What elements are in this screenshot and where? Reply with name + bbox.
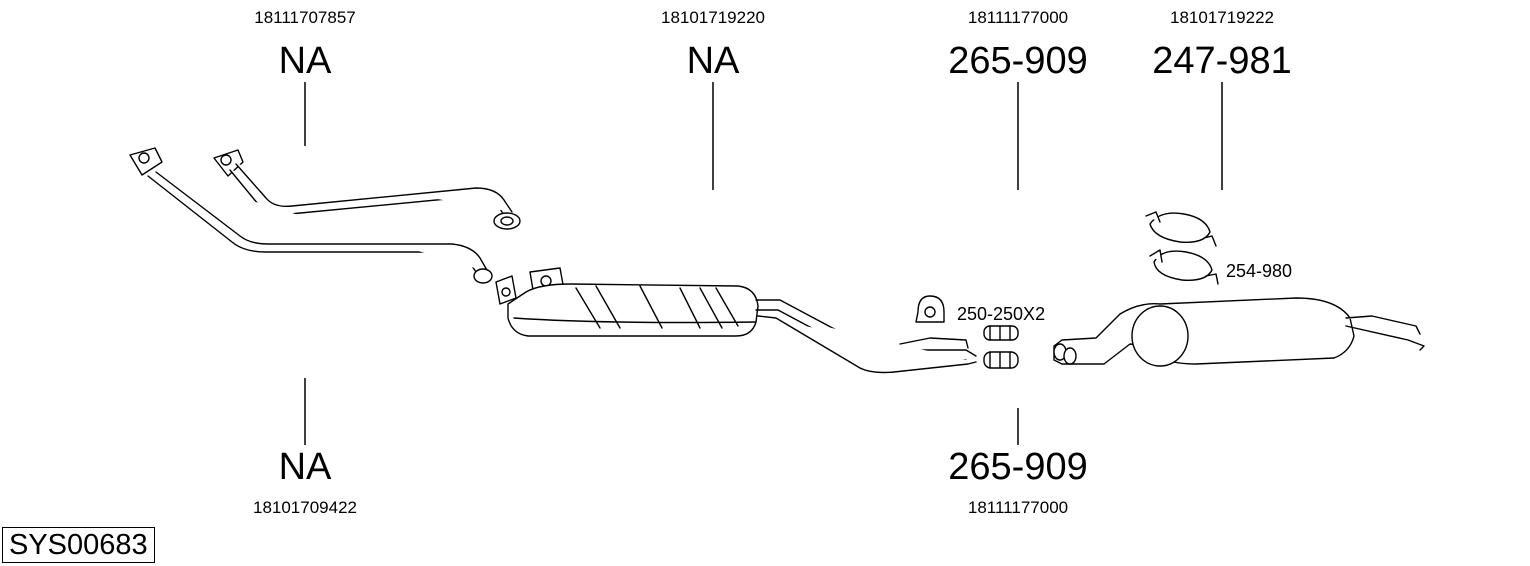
system-id-label: SYS00683 — [2, 527, 155, 563]
part-number-connector-top: 265-909 — [948, 40, 1088, 82]
leader-lines — [304, 82, 1223, 445]
rear-silencer-body — [1053, 297, 1425, 367]
u-clamp — [915, 295, 945, 323]
part-number-front-pipe-top: NA — [278, 40, 332, 82]
part-number-front-pipe-bottom: NA — [278, 446, 332, 488]
oe-number-front-pipe-bottom: 18101709422 — [252, 498, 357, 517]
hanger-straps-label: 254-980 — [1226, 261, 1293, 281]
part-number-rear-silencer: 247-981 — [1152, 40, 1292, 82]
oe-number-center-silencer: 18101719220 — [660, 8, 765, 27]
connector-sleeves — [983, 325, 1019, 369]
part-number-center-silencer: NA — [686, 40, 740, 82]
oe-number-connector-bottom: 18111177000 — [967, 498, 1069, 517]
front-pipe-lower — [129, 147, 493, 284]
intermediate-pipes — [755, 299, 977, 374]
center-silencer-body — [507, 283, 759, 337]
oe-number-front-pipe-top: 18111707857 — [254, 8, 356, 27]
oe-number-rear-silencer: 18101719222 — [1169, 8, 1274, 27]
part-number-connector-bottom: 265-909 — [948, 446, 1088, 488]
clamp-pair-label: 250-250X2 — [957, 304, 1046, 324]
hanger-straps — [1145, 211, 1219, 285]
oe-number-connector-top: 18111177000 — [967, 8, 1069, 27]
